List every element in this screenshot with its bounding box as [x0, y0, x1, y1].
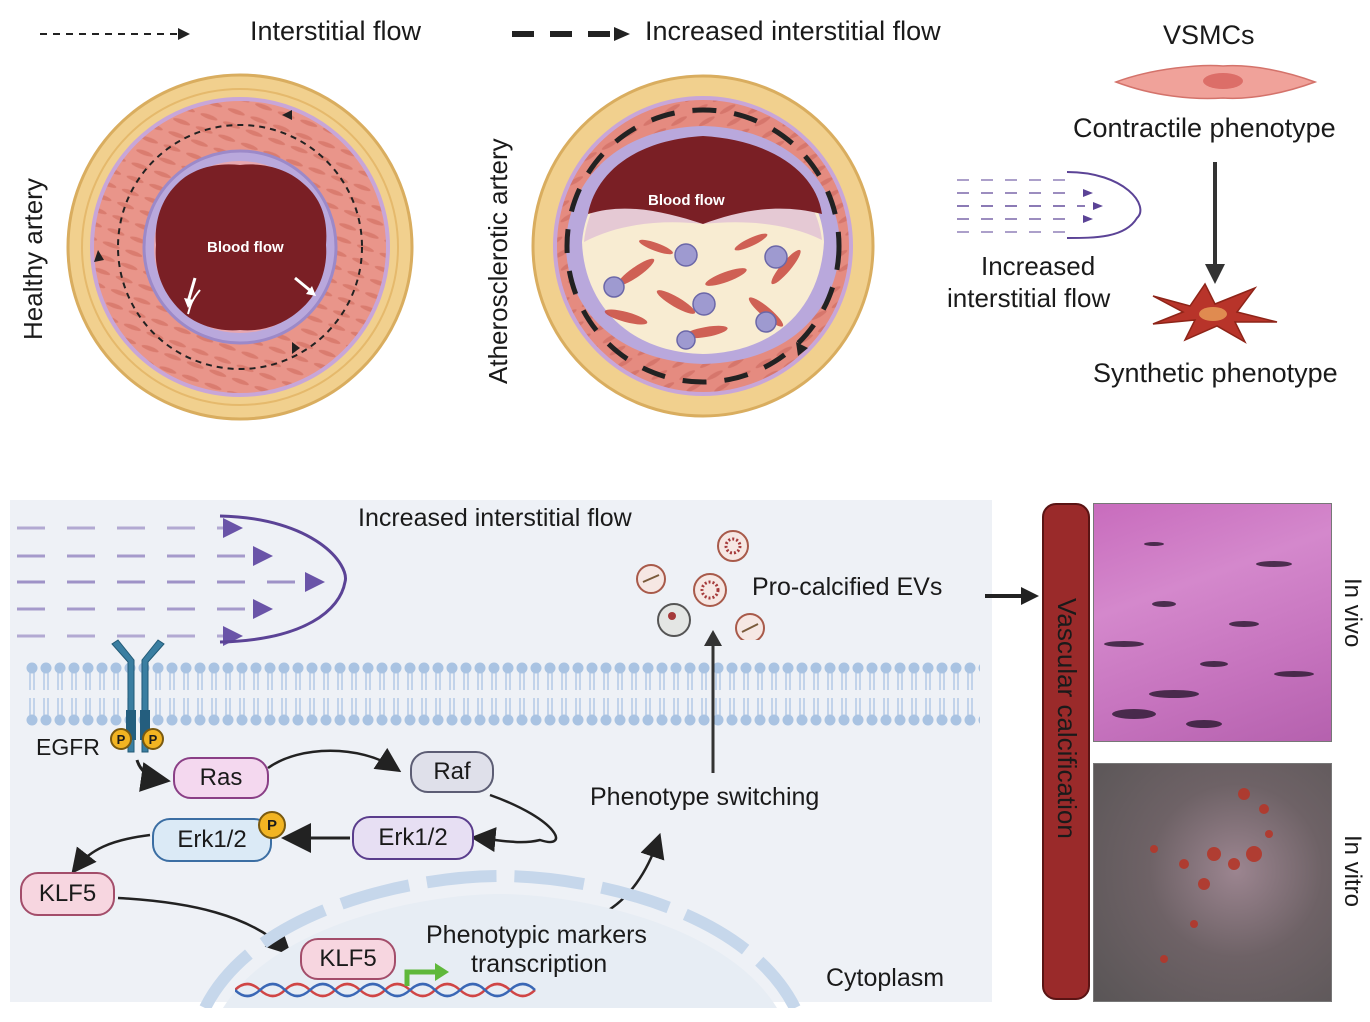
synthetic-phenotype-label: Synthetic phenotype: [1093, 358, 1338, 388]
legend-increased-flow-label: Increased interstitial flow: [645, 16, 941, 46]
vascular-calcification-bar: [1042, 503, 1090, 1000]
extracellular-vesicles: [636, 530, 765, 640]
cytoplasm-label: Cytoplasm: [826, 964, 945, 992]
increased-flow-label-line2: interstitial flow: [947, 283, 1111, 313]
erk-phospho-badge: P: [258, 811, 286, 839]
legend-interstitial-flow-arrow: [40, 28, 190, 40]
erk-phosphorylated-node: Erk1/2: [152, 818, 272, 862]
healthy-artery-label: Healthy artery: [18, 178, 48, 340]
vascular-calcification-label: Vascular calcification: [1052, 598, 1082, 839]
healthy-artery-illustration: [66, 73, 414, 421]
egfr-phospho-left: P: [110, 728, 132, 750]
egfr-phospho-right: P: [142, 728, 164, 750]
contractile-phenotype-label: Contractile phenotype: [1073, 113, 1336, 143]
transcription-arrow-icon: [404, 963, 449, 986]
vsmcs-title: VSMCs: [1163, 20, 1255, 50]
blood-flow-label-healthy: Blood flow: [207, 239, 284, 256]
in-vitro-tissue-image: [1093, 763, 1332, 1002]
klf5-nucleus-node: KLF5: [300, 938, 396, 980]
atherosclerotic-artery-illustration: [531, 74, 875, 418]
phenotypic-markers-label-line2: transcription: [471, 950, 608, 978]
increased-flow-label-line1: Increased: [981, 251, 1096, 281]
blood-flow-label-athero: Blood flow: [648, 192, 725, 209]
dna-strand: [235, 982, 536, 998]
egfr-label: EGFR: [36, 734, 100, 760]
panel-increased-flow-label: Increased interstitial flow: [358, 504, 632, 532]
in-vivo-tissue-image: [1093, 503, 1332, 742]
increased-flow-icon: [957, 171, 1142, 239]
phenotypic-markers-label-line1: Phenotypic markers: [426, 921, 647, 949]
in-vitro-label: In vitro: [1339, 835, 1366, 908]
cell-membrane: [25, 660, 980, 728]
switching-up-arrow: [704, 630, 722, 773]
legend-increased-flow-arrow: [512, 27, 630, 41]
erk-node: Erk1/2: [352, 816, 474, 860]
klf5-cytoplasm-node: KLF5: [20, 872, 115, 916]
pro-calcified-evs-label: Pro-calcified EVs: [752, 573, 943, 601]
contractile-vsmc-cell: [1113, 64, 1318, 100]
egfr-receptor: [111, 639, 165, 753]
evs-to-calcification-arrow: [985, 587, 1039, 605]
phenotype-switch-arrow: [1205, 162, 1225, 284]
atherosclerotic-artery-label: Atherosclerotic artery: [483, 138, 513, 384]
raf-node: Raf: [410, 751, 494, 793]
phenotype-switching-label: Phenotype switching: [590, 783, 820, 811]
in-vivo-label: In vivo: [1339, 578, 1366, 648]
panel-flow-arrows: [17, 514, 347, 646]
legend-interstitial-flow-label: Interstitial flow: [250, 16, 422, 46]
synthetic-vsmc-cell: [1152, 282, 1278, 344]
ras-node: Ras: [173, 757, 269, 799]
